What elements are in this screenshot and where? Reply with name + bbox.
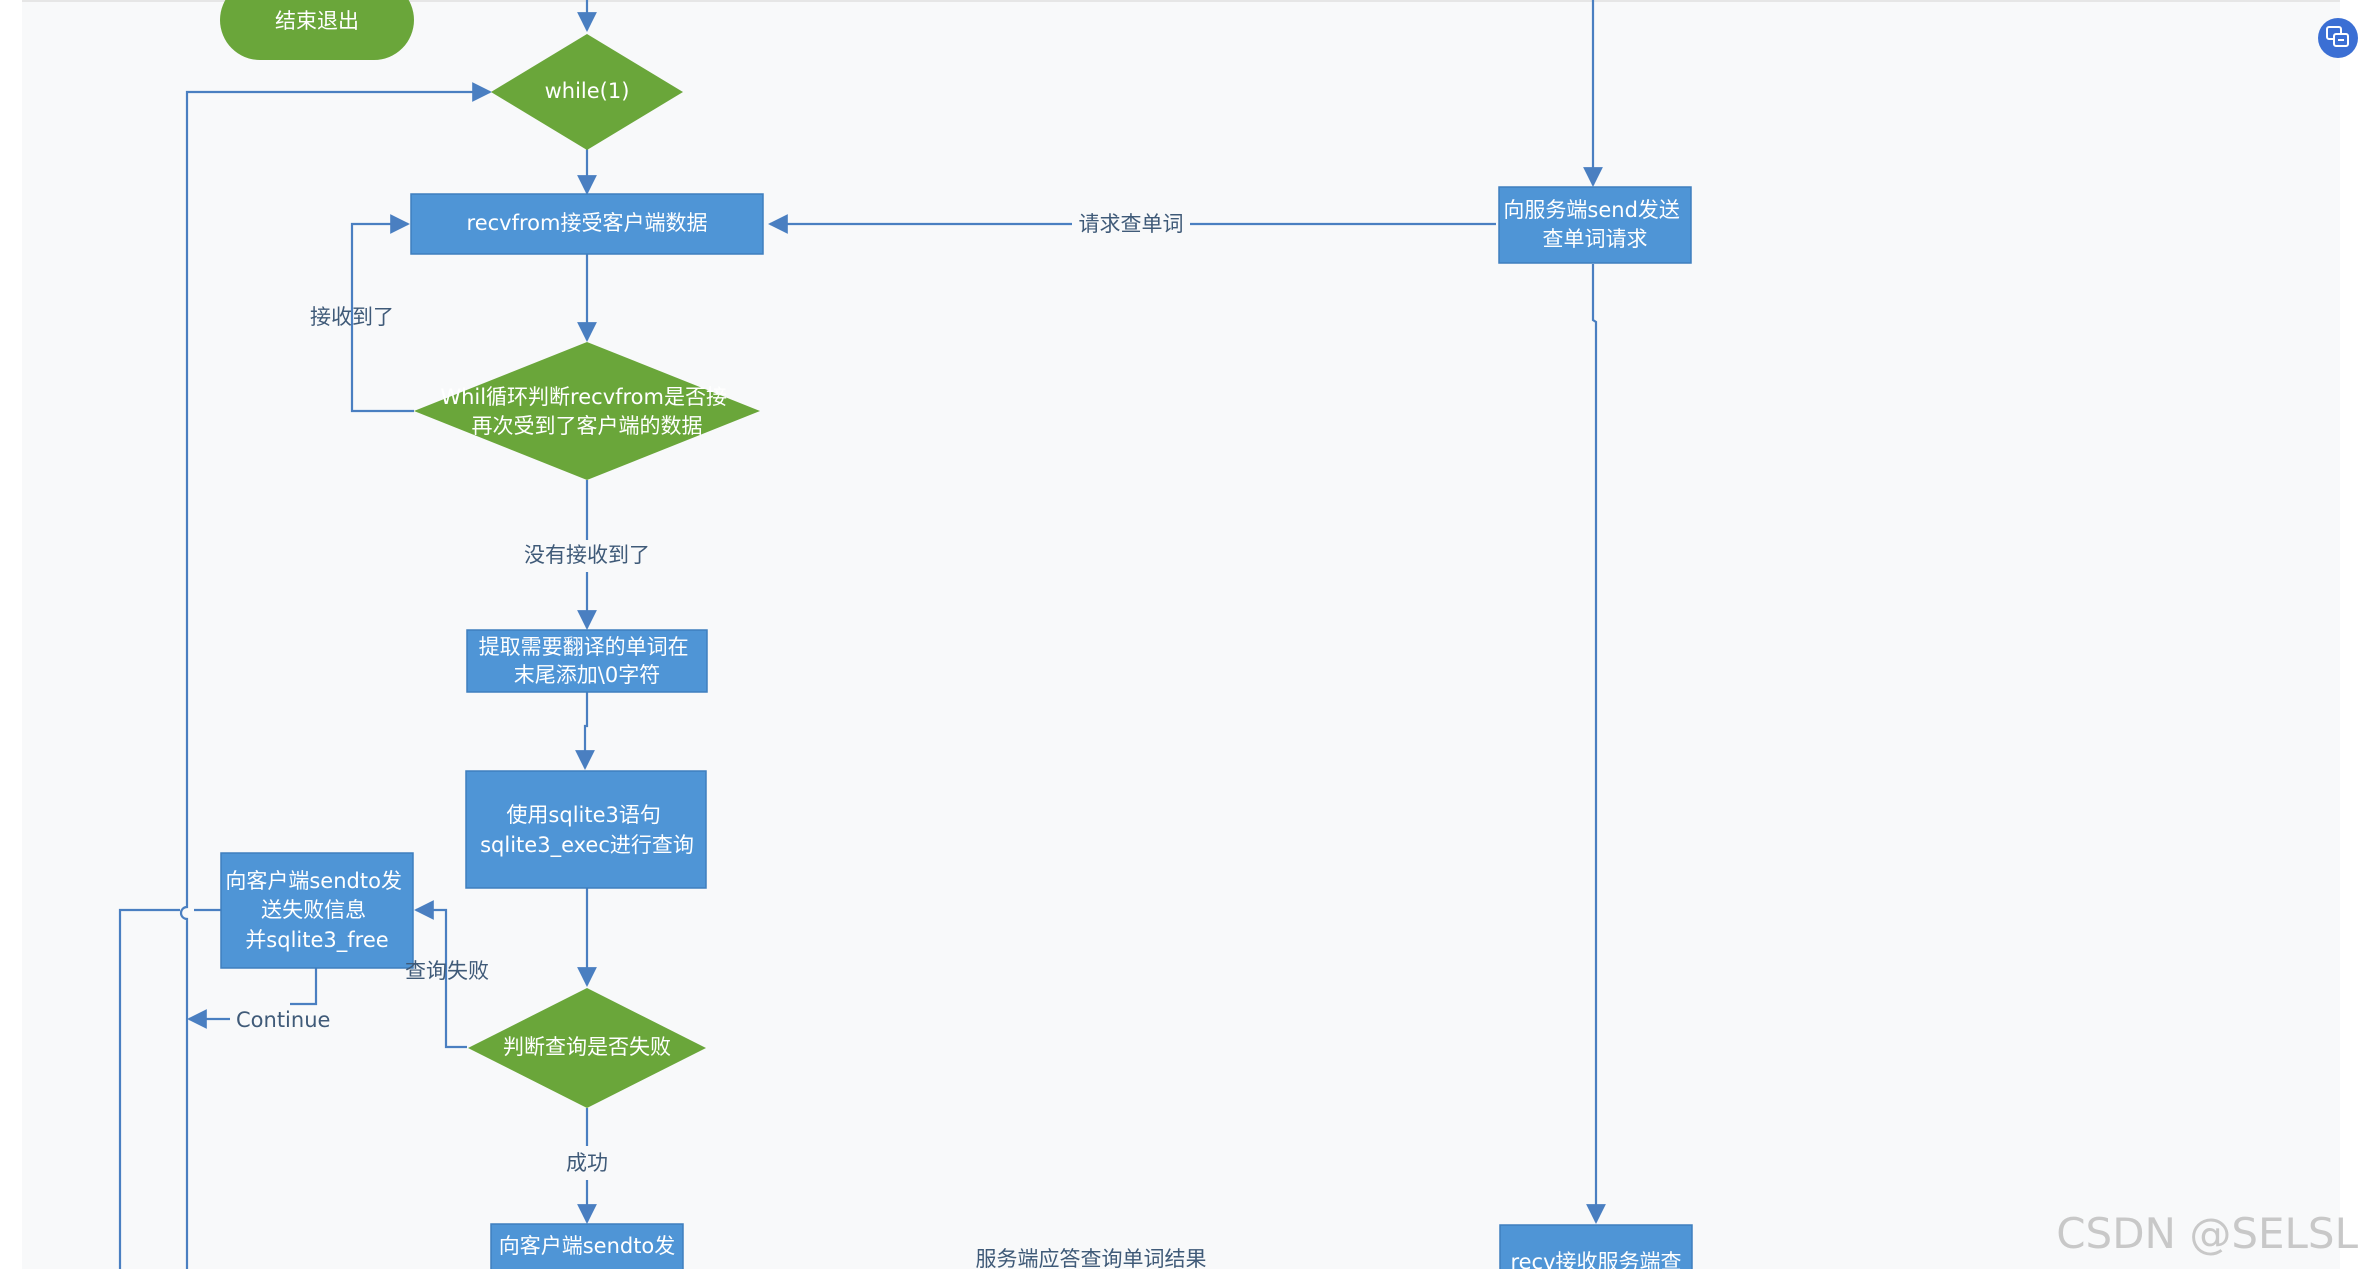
node-client-recv [1499, 1224, 1693, 1269]
translate-button[interactable] [2318, 18, 2358, 58]
node-send-success-label: 向客户端sendto发 [499, 1234, 676, 1258]
node-end-exit [220, 0, 414, 60]
node-check-fail-label: 判断查询是否失败 [503, 1035, 671, 1059]
canvas-top-border [22, 0, 2340, 2]
node-client-recv-label: recv接收服务端查 [1510, 1250, 1681, 1269]
translate-icon [2326, 26, 2349, 47]
node-send-fail-label: 向客户端sendto发 送失败信息 并sqlite3_free [225, 869, 408, 953]
node-client-send-line-1: 向服务端send发送 [1503, 198, 1680, 222]
node-send-fail [220, 852, 414, 969]
node-end-exit-label: 结束退出 [275, 9, 359, 33]
node-sqlite-query-label: 使用sqlite3语句 sqlite3_exec进行查询 [480, 803, 694, 858]
edge-left-outer [118, 908, 180, 1269]
edge-label-request-lookup: 请求查单词 [1079, 212, 1184, 236]
edge-checkfail-to-sendfail [414, 900, 467, 1049]
node-client-send-label: 向服务端send发送 查单词请求 [1503, 198, 1686, 251]
node-recvfrom [410, 193, 764, 255]
canvas-background [22, 0, 2340, 1269]
node-send-success [490, 1223, 684, 1269]
node-send-fail-line-3: 并sqlite3_free [245, 928, 388, 953]
edge-label-server-reply: 服务端应答查询单词结果 [976, 1247, 1207, 1269]
node-client-send-line-2: 查单词请求 [1543, 227, 1648, 251]
edge-sendfail-to-continue-a [290, 968, 318, 1006]
node-while-loop [491, 34, 683, 150]
node-extract-word-line-2: 末尾添加\0字符 [514, 663, 660, 687]
edge-label-query-failed: 查询失败 [405, 959, 489, 983]
node-send-fail-line-2: 送失败信息 [261, 898, 366, 922]
node-client-send [1498, 186, 1692, 264]
node-while-loop-label: while(1) [545, 79, 630, 103]
node-send-fail-line-1: 向客户端sendto发 [225, 869, 402, 893]
edge-received-loop [350, 214, 414, 413]
node-sqlite-query [465, 770, 707, 889]
edge-label-not-received: 没有接收到了 [524, 543, 650, 567]
node-extract-word-line-1: 提取需要翻译的单词在 [479, 635, 689, 659]
node-sqlite-query-line-2: sqlite3_exec进行查询 [480, 833, 694, 858]
node-check-recv-line-2: 再次受到了客户端的数据 [472, 414, 703, 438]
node-check-recv [414, 342, 760, 480]
node-recvfrom-label: recvfrom接受客户端数据 [467, 211, 708, 235]
node-extract-word-label: 提取需要翻译的单词在 末尾添加\0字符 [479, 635, 696, 687]
node-sqlite-query-line-1: 使用sqlite3语句 [506, 803, 660, 827]
node-check-fail [468, 988, 706, 1108]
node-extract-word [466, 629, 708, 693]
watermark: CSDN @SELSL [2056, 1209, 2358, 1258]
edge-label-success: 成功 [566, 1151, 608, 1175]
edge-loop-back-to-while [179, 82, 492, 1269]
edge-extract-to-sqlite [575, 692, 595, 770]
edge-clientsend-to-clientrecv [1586, 264, 1606, 1224]
node-check-recv-label: Whil循环判断recvfrom是否接 再次受到了客户端的数据 [440, 385, 733, 438]
edge-label-continue: Continue [236, 1008, 330, 1032]
node-check-recv-line-1: Whil循环判断recvfrom是否接 [440, 385, 727, 409]
edge-label-received: 接收到了 [310, 305, 394, 329]
